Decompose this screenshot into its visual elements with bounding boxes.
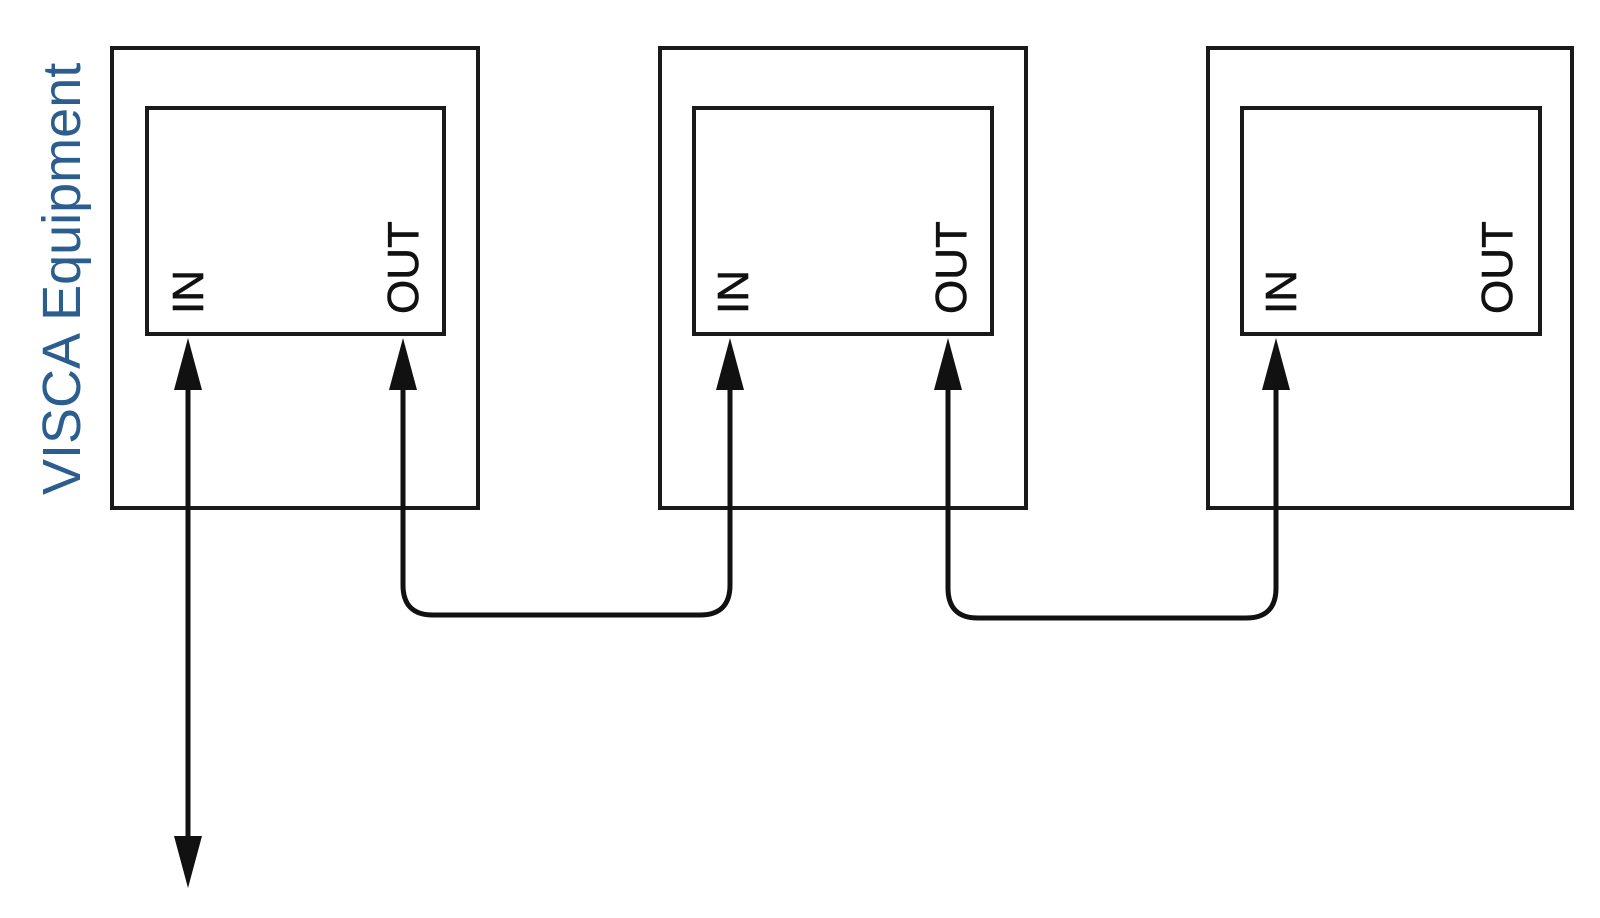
arrowhead-down-external — [174, 836, 202, 888]
wire-device-1-out-to-device-2-in — [400, 369, 733, 618]
arrowhead-device-2-in — [716, 338, 744, 390]
device-2-panel — [692, 106, 994, 336]
connection-external-to-device-1 — [174, 338, 202, 888]
device-2-out-label: OUT — [927, 221, 976, 314]
arrowhead-device-2-out — [934, 338, 962, 390]
arrowhead-device-3-in — [1262, 338, 1290, 390]
diagram-title: VISCA Equipment — [32, 63, 92, 495]
device-3-panel — [1240, 106, 1542, 336]
device-3-out-label: OUT — [1473, 221, 1522, 314]
arrowhead-up-device-1-in — [174, 338, 202, 390]
connection-device-2-to-device-3 — [934, 338, 1290, 621]
device-2-in-label: IN — [709, 270, 758, 314]
wire-device-2-out-to-device-3-in — [945, 369, 1279, 621]
visca-device-3: IN OUT — [1206, 46, 1574, 510]
device-1-panel — [145, 106, 446, 336]
visca-device-1: IN OUT — [110, 46, 480, 510]
visca-device-2: IN OUT — [658, 46, 1028, 510]
connection-device-1-to-device-2 — [389, 338, 744, 618]
device-1-out-label: OUT — [379, 221, 428, 314]
device-3-in-label: IN — [1257, 270, 1306, 314]
arrowhead-device-1-out — [389, 338, 417, 390]
device-1-in-label: IN — [164, 270, 213, 314]
